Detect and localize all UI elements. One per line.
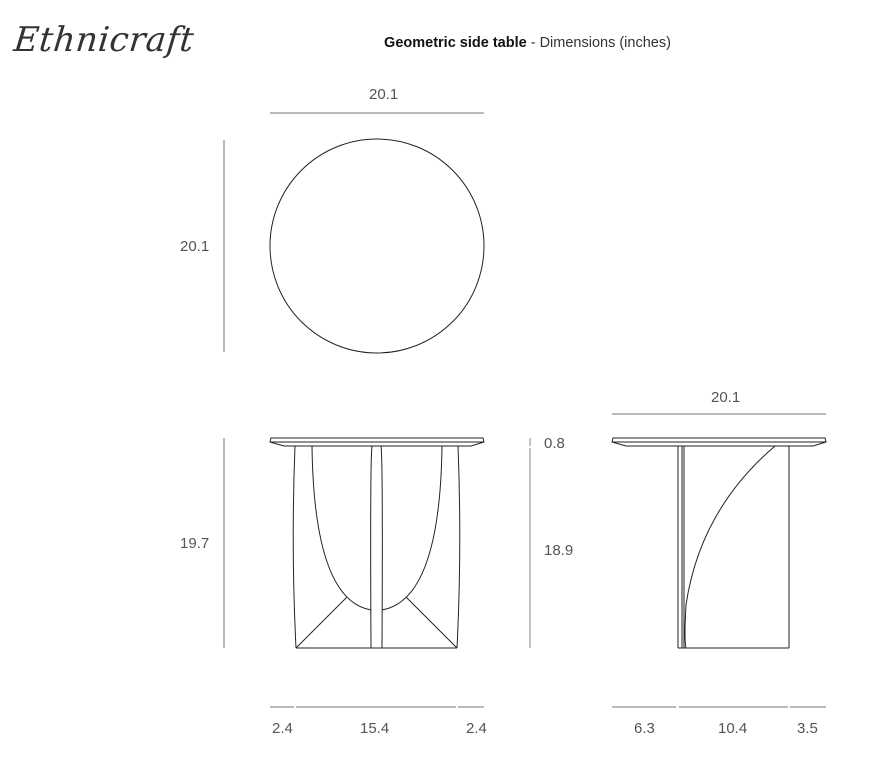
top-thickness-label: 0.8 bbox=[544, 435, 565, 452]
side-bottom-label-center: 10.4 bbox=[718, 720, 748, 737]
front-left-arc bbox=[311, 445, 372, 611]
front-bottom-label-right: 2.4 bbox=[466, 720, 487, 737]
side-curve bbox=[684, 445, 776, 649]
front-bottom-label-left: 2.4 bbox=[272, 720, 293, 737]
side-view bbox=[611, 413, 827, 708]
top-view-width-label: 20.1 bbox=[369, 86, 399, 103]
front-tabletop bbox=[269, 437, 485, 447]
title-subtitle: Dimensions (inches) bbox=[539, 35, 671, 51]
side-bottom-label-right: 3.5 bbox=[797, 720, 818, 737]
front-right-arc bbox=[381, 445, 443, 611]
front-left-outer-leg bbox=[292, 445, 297, 649]
front-bottom-label-center: 15.4 bbox=[360, 720, 390, 737]
front-left-diagonal bbox=[295, 596, 348, 649]
page-title: Geometric side table - Dimensions (inche… bbox=[0, 35, 883, 51]
front-center-leg-left bbox=[370, 445, 373, 649]
side-bottom-label-left: 6.3 bbox=[634, 720, 655, 737]
front-center-leg-right bbox=[380, 445, 383, 649]
front-right-diagonal bbox=[405, 596, 458, 649]
top-view bbox=[223, 112, 485, 354]
leg-height-label: 18.9 bbox=[544, 542, 574, 559]
product-name: Geometric side table bbox=[384, 35, 527, 51]
front-right-outer-leg bbox=[456, 445, 461, 649]
front-height-label: 19.7 bbox=[180, 535, 210, 552]
title-separator: - bbox=[526, 35, 540, 51]
side-tabletop bbox=[611, 437, 827, 447]
top-view-depth-label: 20.1 bbox=[180, 238, 210, 255]
front-view bbox=[223, 437, 485, 708]
tabletop-circle bbox=[269, 138, 485, 354]
side-width-label: 20.1 bbox=[711, 389, 741, 406]
